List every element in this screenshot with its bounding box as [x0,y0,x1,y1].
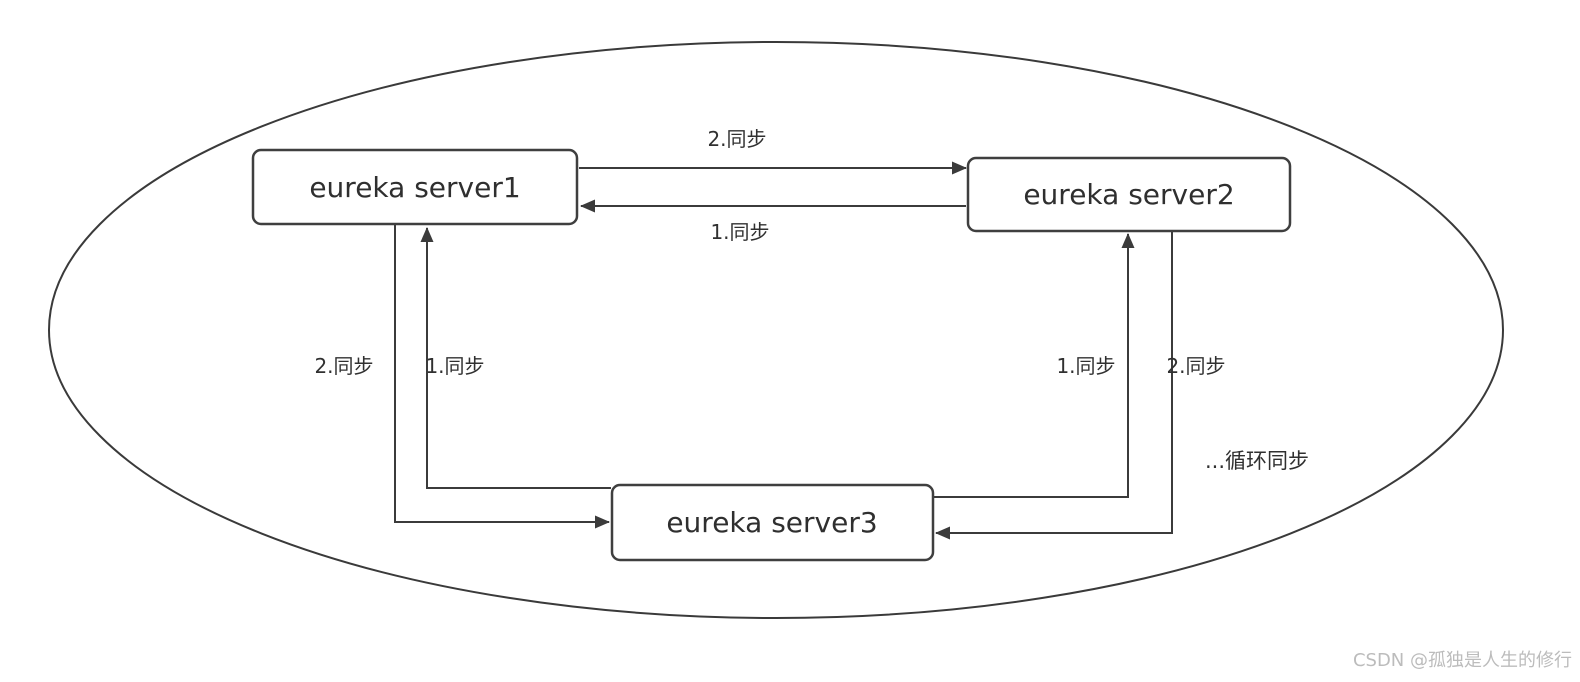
node-box-server2 [966,156,1292,233]
edge-server3-to-server2 [934,233,1135,498]
edge-label-s2-s3: 2.同步 [1166,354,1225,378]
node-eureka-server3: eureka server3 [610,483,935,562]
edge-label-s2-s1: 1.同步 [710,220,769,244]
node-box-server3 [610,483,935,562]
node-label-server1: eureka server1 [309,171,520,204]
csdn-watermark: CSDN @孤独是人生的修行 [1353,650,1572,671]
edge-server1-to-server3 [394,225,610,529]
edge-label-s1-s2: 2.同步 [707,127,766,151]
node-label-server3: eureka server3 [666,506,877,539]
edge-server2-to-server3 [935,232,1173,540]
node-eureka-server1: eureka server1 [251,148,579,226]
edge-label-s1-s3: 2.同步 [314,354,373,378]
node-label-server2: eureka server2 [1023,178,1234,211]
cluster-boundary-ellipse [48,41,1504,619]
edge-label-s3-s2: 1.同步 [1056,354,1115,378]
edge-server3-to-server1 [420,227,611,489]
node-box-server1 [251,148,579,226]
edge-label-s3-s1: 1.同步 [425,354,484,378]
loop-sync-annotation: ...循环同步 [1205,449,1309,473]
node-eureka-server2: eureka server2 [966,156,1292,233]
